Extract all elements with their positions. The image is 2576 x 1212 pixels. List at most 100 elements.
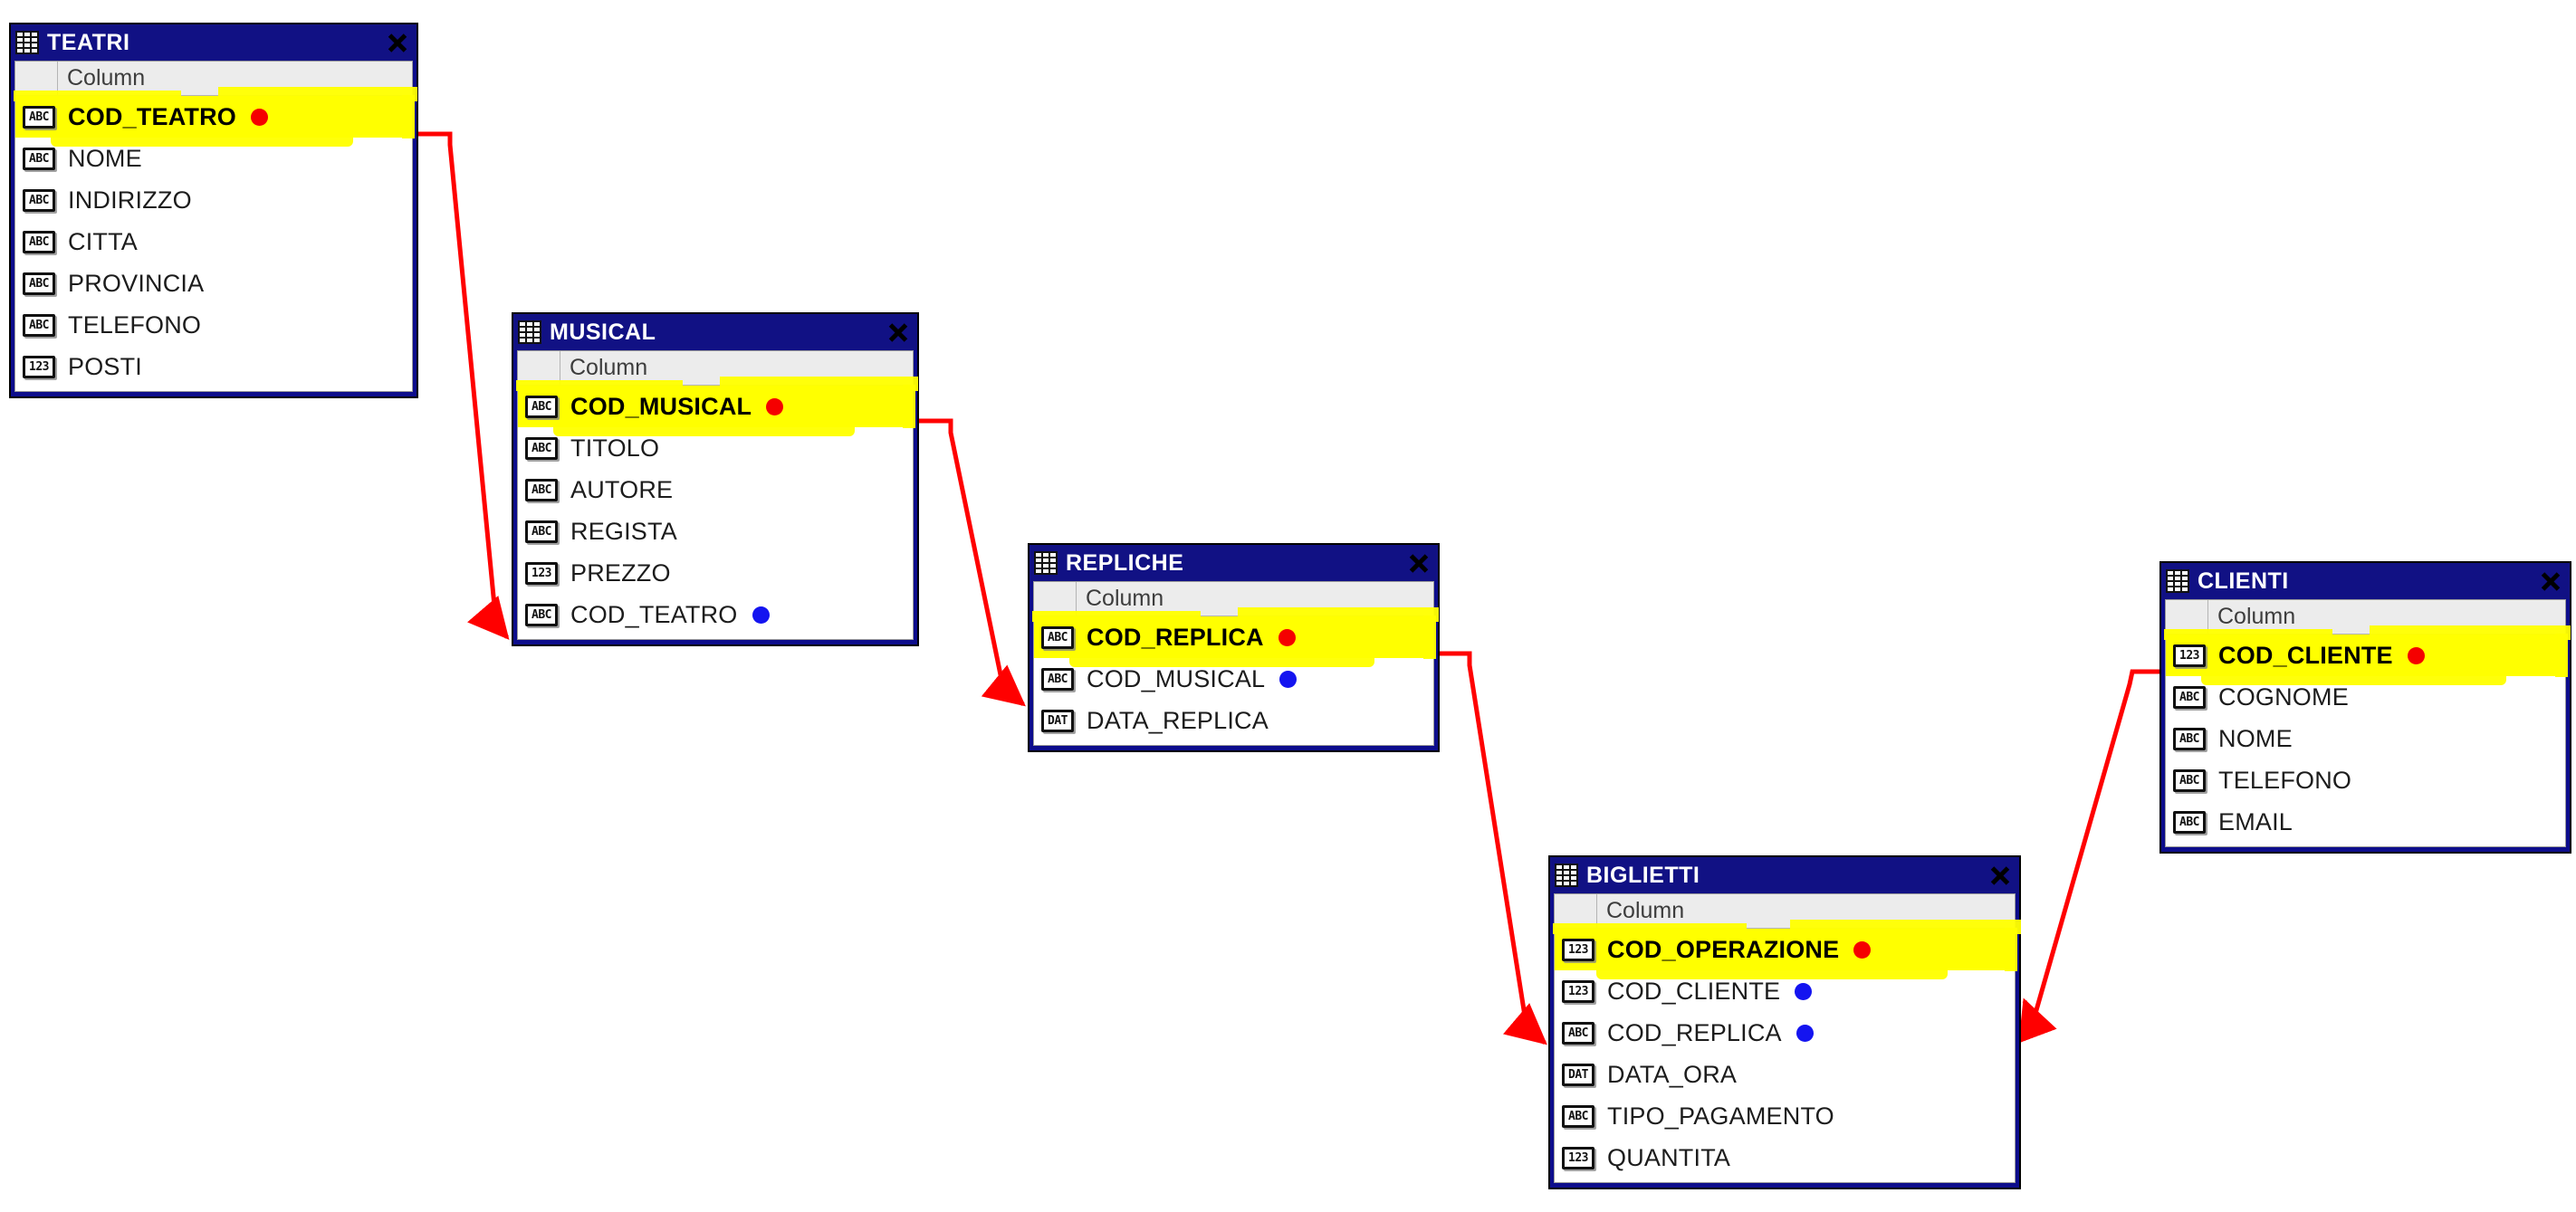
close-icon[interactable] [384,29,411,56]
close-icon[interactable] [885,319,912,346]
datatype-abc-icon: ABC [23,105,55,129]
foreign-key-dot [752,606,770,624]
table-title-bar-clienti[interactable]: CLIENTI [2161,563,2570,599]
datatype-123-icon: 123 [525,561,558,585]
datatype-abc-icon: ABC [525,436,558,460]
column-row-musical-titolo[interactable]: ABC TITOLO [518,427,913,469]
datatype-abc-icon: ABC [2173,727,2206,750]
datatype-123-icon: 123 [23,355,55,378]
datatype-abc-icon: ABC [525,603,558,626]
column-name: QUANTITA [1607,1143,1731,1171]
close-icon[interactable] [1987,862,2014,889]
no-key-dot [2307,730,2324,748]
table-name-clienti: CLIENTI [2198,568,2289,594]
datatype-abc-icon: ABC [2173,768,2206,792]
relationship-clienti-biglietti [2018,669,2159,1044]
foreign-key-dot [1796,1024,1814,1042]
column-row-teatri-posti[interactable]: 123 POSTI [15,346,412,387]
datatype-abc-icon: ABC [23,230,55,253]
close-icon[interactable] [1405,549,1432,577]
header-gutter [1555,894,1597,928]
table-grid-icon [1555,864,1578,887]
column-name: EMAIL [2218,807,2294,835]
column-row-biglietti-quantita[interactable]: 123 QUANTITA [1555,1137,2015,1179]
primary-key-dot [251,108,269,126]
no-key-dot [215,317,233,334]
column-name: COD_MUSICAL [1087,664,1266,692]
column-header-row-repliche: Column [1034,582,1433,616]
table-title-bar-biglietti[interactable]: BIGLIETTI [1550,857,2019,893]
table-title-bar-musical[interactable]: MUSICAL [513,314,917,350]
table-name-teatri: TEATRI [47,29,130,55]
table-title-bar-teatri[interactable]: TEATRI [11,24,417,61]
column-name: DATA_REPLICA [1087,706,1269,734]
no-key-dot [157,358,174,376]
column-name: NOME [2218,724,2293,752]
column-name: AUTORE [570,475,674,503]
datatype-abc-icon: ABC [525,520,558,543]
column-header-label: Column [1086,586,1164,611]
no-key-dot [157,150,174,167]
column-name: TELEFONO [68,310,202,339]
no-key-dot [2366,772,2383,789]
column-name: COD_TEATRO [68,102,237,130]
primary-key-dot [766,397,784,415]
no-key-dot [687,482,704,499]
table-name-biglietti: BIGLIETTI [1586,862,1700,888]
datatype-abc-icon: ABC [525,478,558,501]
column-header-row-teatri: Column [15,62,412,96]
column-name: POSTI [68,352,143,380]
column-header-row-musical: Column [518,351,913,386]
column-name: INDIRIZZO [68,186,192,214]
no-key-dot [1745,1150,1762,1167]
column-row-musical-autore[interactable]: ABC AUTORE [518,469,913,511]
no-key-dot [152,234,169,251]
column-name: COD_CLIENTE [2218,641,2393,669]
datatype-123-icon: 123 [1562,1146,1594,1169]
column-name: COD_REPLICA [1607,1018,1782,1046]
datatype-abc-icon: ABC [1562,1104,1594,1128]
column-name: COD_OPERAZIONE [1607,935,1840,963]
table-grid-icon [2166,569,2189,593]
close-icon[interactable] [2537,568,2564,595]
column-name: TITOLO [570,434,660,462]
column-row-clienti-nome[interactable]: ABC NOME [2166,718,2565,759]
datatype-123-icon: 123 [1562,979,1594,1003]
table-title-bar-repliche[interactable]: REPLICHE [1029,545,1438,581]
no-key-dot [206,192,224,209]
no-key-dot [1849,1108,1866,1125]
relationship-musical-repliche [919,418,1026,707]
column-row-teatri-cod-teatro[interactable]: ABC COD_TEATRO [15,96,412,138]
column-name: COD_MUSICAL [570,392,752,420]
table-grid-icon [1034,551,1058,575]
